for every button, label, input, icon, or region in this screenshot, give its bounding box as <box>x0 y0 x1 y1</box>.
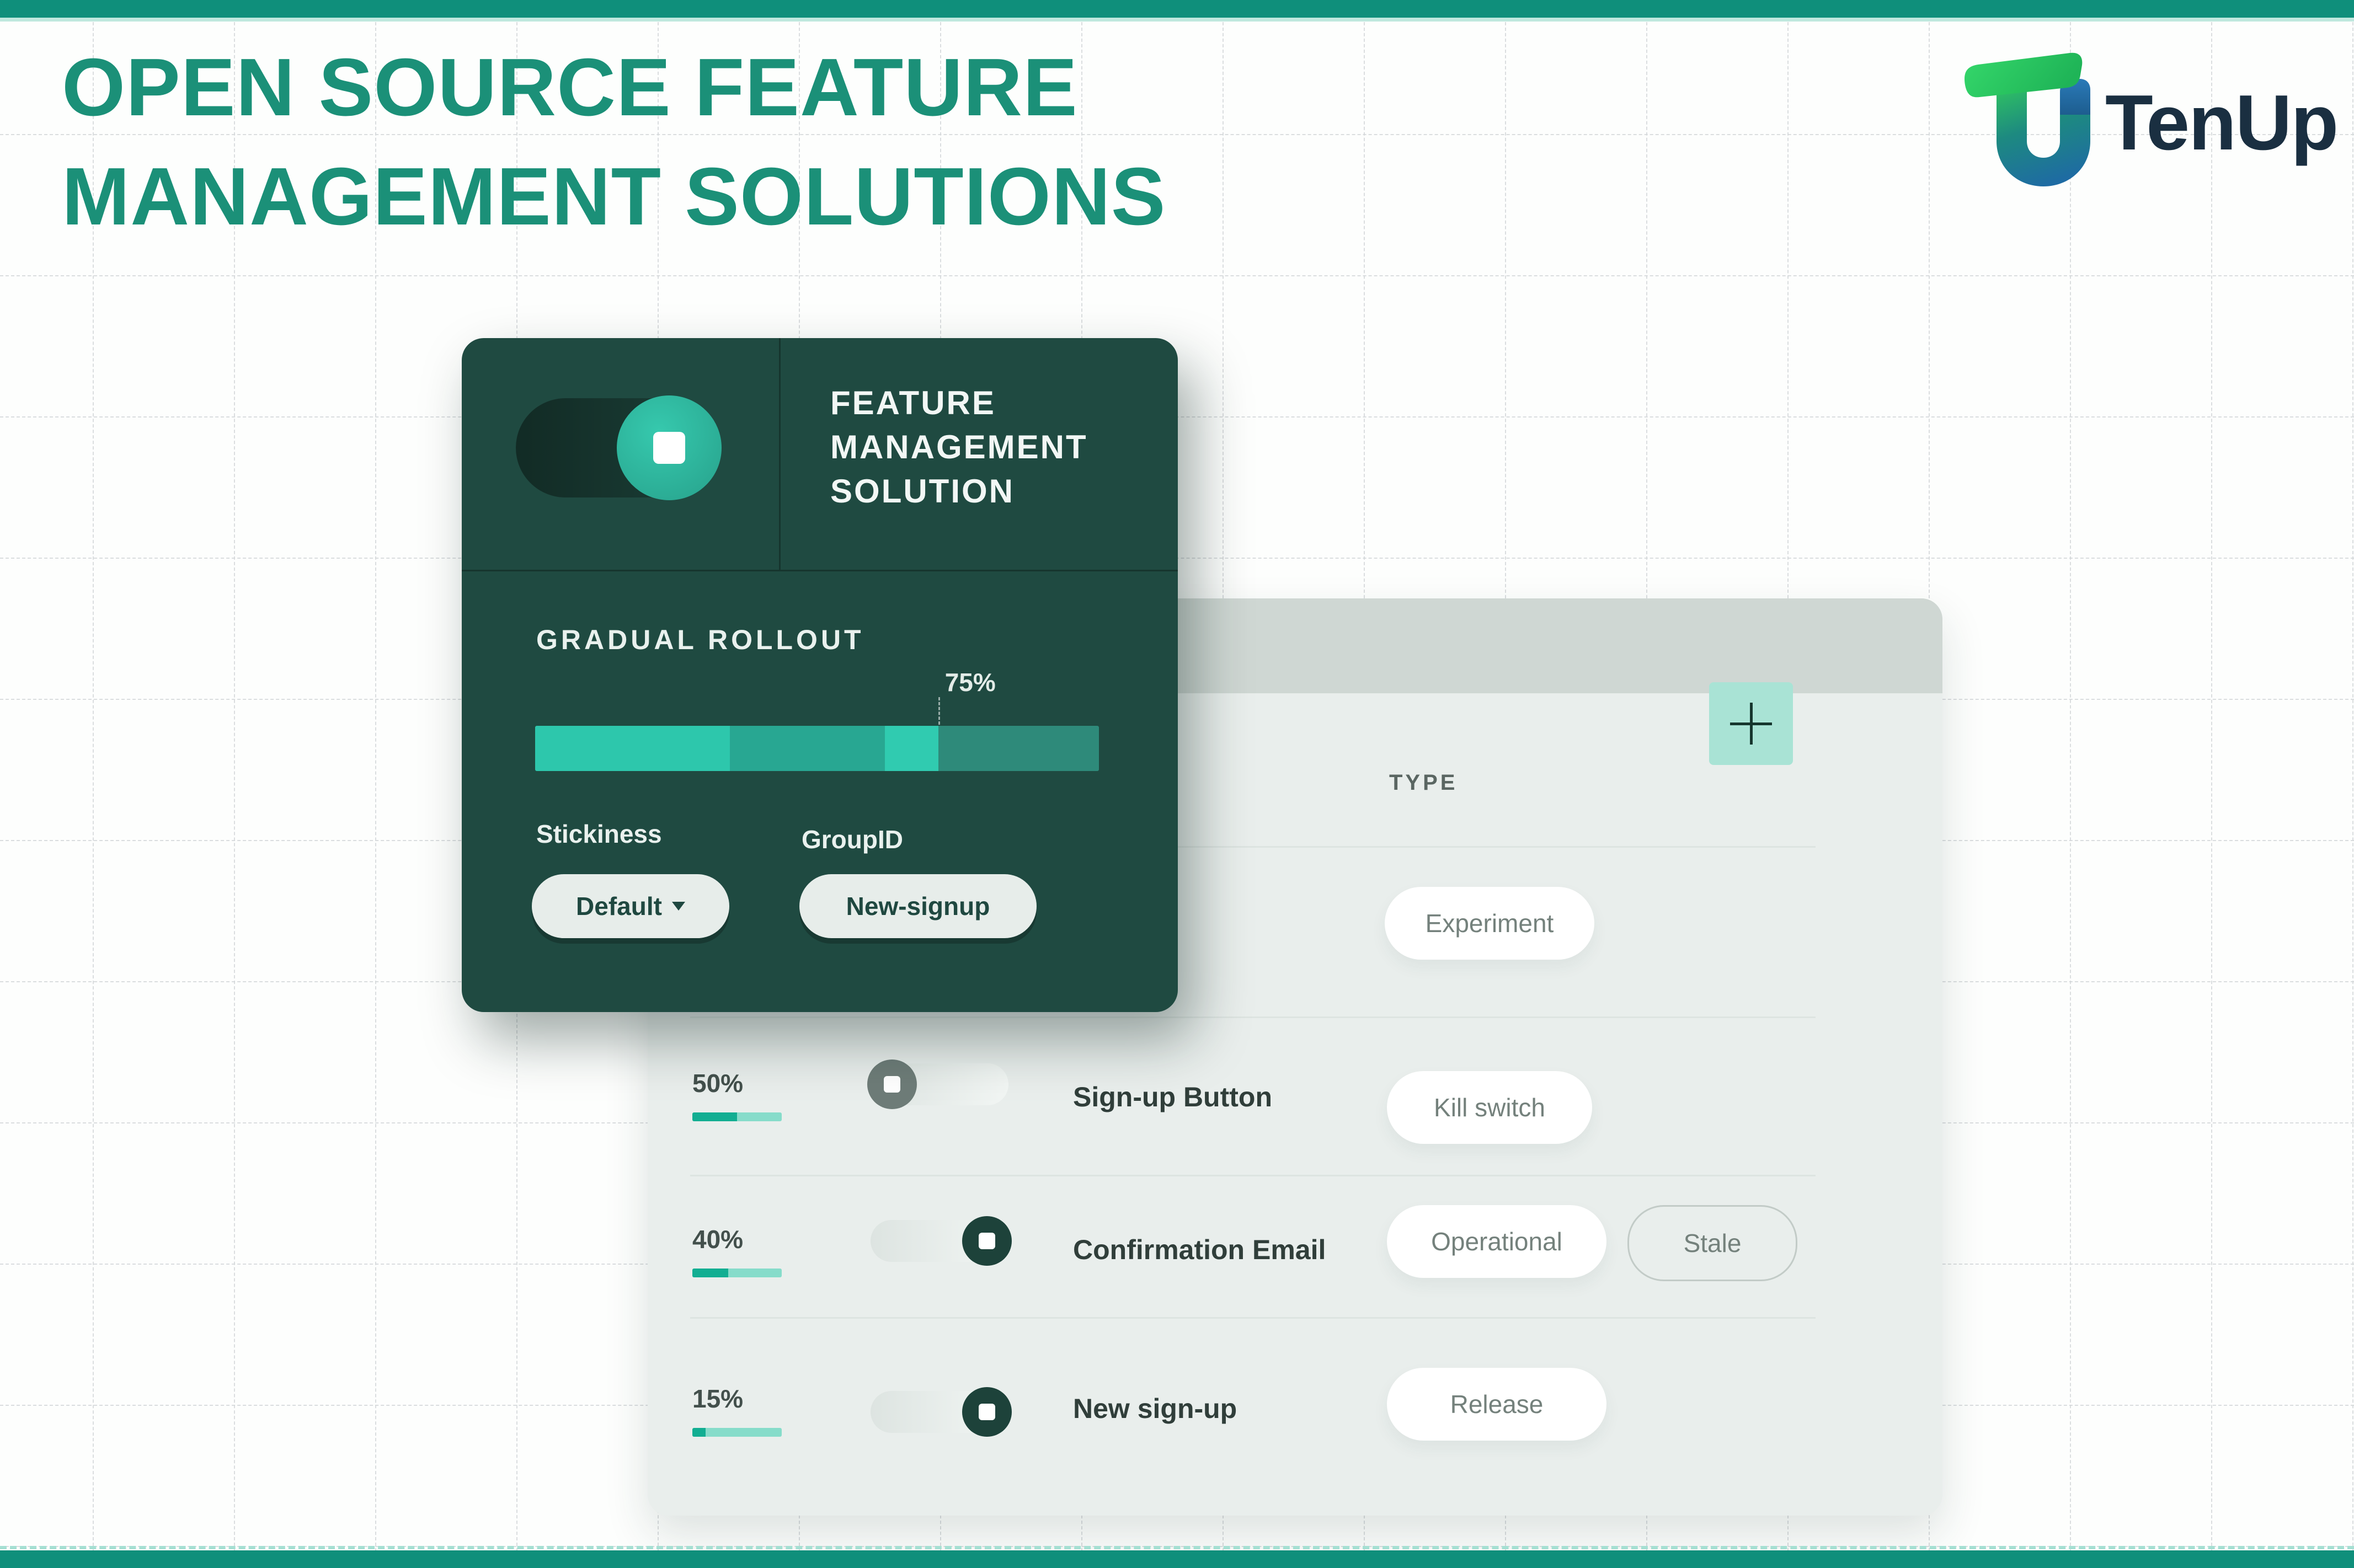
rollout-minibar-fill <box>692 1269 728 1277</box>
status-badge: Stale <box>1627 1205 1797 1281</box>
rollout-percent: 40% <box>692 1225 744 1254</box>
feature-toggle[interactable] <box>867 1059 1008 1109</box>
card-title-line2: MANAGEMENT <box>830 429 1088 465</box>
toggle-knob-icon <box>962 1216 1012 1266</box>
stickiness-label: Stickiness <box>536 820 662 848</box>
type-badge: Kill switch <box>1387 1071 1592 1144</box>
top-accent-highlight <box>0 18 2354 22</box>
rollout-bar-segment <box>884 726 938 771</box>
rollout-bar-segment <box>938 726 1099 771</box>
grid-line <box>93 0 94 1568</box>
grid-line <box>2352 0 2353 1568</box>
rollout-bar-segment <box>729 726 885 771</box>
feature-name: New sign-up <box>1073 1393 1237 1424</box>
grid-line <box>0 275 2354 276</box>
brand-name: TenUp <box>2105 79 2339 167</box>
type-badge: Release <box>1387 1368 1606 1441</box>
grid-line <box>0 134 2354 135</box>
gradual-rollout-label: GRADUAL ROLLOUT <box>536 624 864 655</box>
rollout-minibar <box>692 1428 782 1437</box>
page-title-line1: OPEN SOURCE FEATURE <box>62 42 1078 133</box>
type-badge: Operational <box>1387 1205 1606 1278</box>
rollout-minibar-fill <box>692 1428 706 1437</box>
header-divider <box>690 846 1816 848</box>
row-divider <box>690 1317 1816 1319</box>
feature-toggle[interactable] <box>871 1216 1012 1266</box>
rollout-marker-line <box>938 697 940 725</box>
top-accent-bar <box>0 0 2354 18</box>
type-column-header: TYPE <box>1389 770 1458 795</box>
groupid-value: New-signup <box>846 892 990 921</box>
toggle-knob-icon <box>962 1387 1012 1437</box>
brand-logo: TenUp <box>1962 49 2339 188</box>
grid-line <box>2070 0 2071 1568</box>
grid-line <box>234 0 235 1568</box>
feature-toggle[interactable] <box>871 1387 1012 1437</box>
rollout-bar <box>535 726 1099 771</box>
card-horizontal-divider <box>462 570 1178 571</box>
grid-line <box>2211 0 2212 1568</box>
rollout-percent: 15% <box>692 1384 744 1413</box>
rollout-minibar-fill <box>692 1112 737 1121</box>
bottom-accent-bar <box>0 1550 2354 1568</box>
rollout-bar-segment <box>535 726 730 771</box>
bottom-dotted-line <box>0 1546 2354 1549</box>
rollout-percent: 50% <box>692 1069 744 1098</box>
hero-toggle[interactable] <box>516 395 722 500</box>
page-title: OPEN SOURCE FEATURE MANAGEMENT SOLUTIONS <box>62 33 1166 251</box>
feature-name: Confirmation Email <box>1073 1234 1326 1265</box>
toggle-knob-icon <box>867 1059 917 1109</box>
card-title: FEATURE MANAGEMENT SOLUTION <box>830 381 1088 513</box>
tenup-logo-icon <box>1965 52 2090 186</box>
rollout-slider[interactable]: 75% <box>535 668 1099 771</box>
stickiness-value: Default <box>576 892 662 921</box>
row-divider <box>690 1175 1816 1176</box>
groupid-label: GroupID <box>802 825 903 854</box>
feature-management-card: FEATURE MANAGEMENT SOLUTION GRADUAL ROLL… <box>462 338 1178 1012</box>
rollout-minibar <box>692 1269 782 1277</box>
feature-name: Sign-up Button <box>1073 1082 1272 1112</box>
page-title-line2: MANAGEMENT SOLUTIONS <box>62 151 1166 242</box>
card-title-line1: FEATURE <box>830 384 996 421</box>
add-flag-button[interactable] <box>1709 682 1793 765</box>
card-vertical-divider <box>779 338 781 570</box>
caret-down-icon <box>671 902 685 911</box>
plus-icon <box>1730 703 1772 745</box>
card-title-line3: SOLUTION <box>830 473 1015 510</box>
row-divider <box>690 1016 1816 1018</box>
rollout-percent-label: 75% <box>944 668 996 697</box>
groupid-button[interactable]: New-signup <box>799 874 1037 938</box>
toggle-on-icon <box>617 395 722 500</box>
rollout-minibar <box>692 1112 782 1121</box>
stickiness-select[interactable]: Default <box>532 874 729 938</box>
type-badge: Experiment <box>1385 887 1594 960</box>
grid-line <box>375 0 376 1568</box>
